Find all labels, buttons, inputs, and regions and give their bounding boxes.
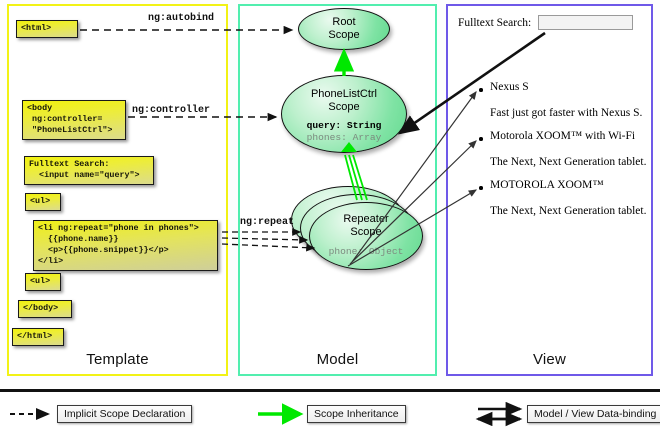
legend-divider bbox=[0, 389, 660, 392]
ng-controller-label: ng:controller bbox=[132, 105, 211, 116]
view-item-snippet: The Next, Next Generation tablet. bbox=[490, 156, 647, 168]
diagram-area: Template <html> <body ng:controller= "Ph… bbox=[7, 4, 653, 376]
column-template: Template bbox=[7, 4, 228, 376]
list-bullet bbox=[479, 137, 483, 141]
ng-repeat-label: ng:repeat bbox=[240, 217, 295, 228]
list-bullet bbox=[479, 88, 483, 92]
phonelistctrl-prop-query: query: String bbox=[306, 120, 382, 132]
body-close-box: </body> bbox=[18, 300, 72, 319]
repeater-prop-phone: phone: Object bbox=[328, 246, 404, 258]
ng-autobind-label: ng:autobind bbox=[148, 13, 215, 24]
view-item-snippet: The Next, Next Generation tablet. bbox=[490, 205, 647, 217]
column-title-template: Template bbox=[86, 351, 149, 368]
legend: Implicit Scope Declaration Scope Inherit… bbox=[0, 389, 660, 435]
view-search-input[interactable] bbox=[538, 15, 633, 30]
ul-open-box: <ul> bbox=[25, 193, 61, 212]
view-item-name: MOTOROLA XOOM™ bbox=[490, 179, 604, 191]
column-title-model: Model bbox=[316, 351, 359, 368]
view-item-snippet: Fast just got faster with Nexus S. bbox=[490, 107, 643, 119]
li-repeat-box: <li ng:repeat="phone in phones"> {{phone… bbox=[33, 220, 218, 272]
search-box: Fulltext Search: <input name="query"> bbox=[24, 156, 154, 186]
legend-implicit-scope: Implicit Scope Declaration bbox=[57, 405, 193, 423]
ul-close-box: <ul> bbox=[25, 273, 61, 292]
view-search-label: Fulltext Search: bbox=[458, 17, 532, 29]
phonelistctrl-prop-phones: phones: Array bbox=[306, 132, 382, 144]
legend-data-binding: Model / View Data-binding bbox=[527, 405, 660, 423]
body-box: <body ng:controller= "PhoneListCtrl"> bbox=[22, 100, 126, 141]
view-item-name: Motorola XOOM™ with Wi-Fi bbox=[490, 130, 636, 142]
list-bullet bbox=[479, 186, 483, 190]
column-title-view: View bbox=[532, 351, 567, 368]
html-close-box: </html> bbox=[12, 328, 64, 347]
view-item-name: Nexus S bbox=[490, 81, 529, 93]
html-open-box: <html> bbox=[16, 20, 78, 39]
legend-inheritance: Scope Inheritance bbox=[307, 405, 406, 423]
